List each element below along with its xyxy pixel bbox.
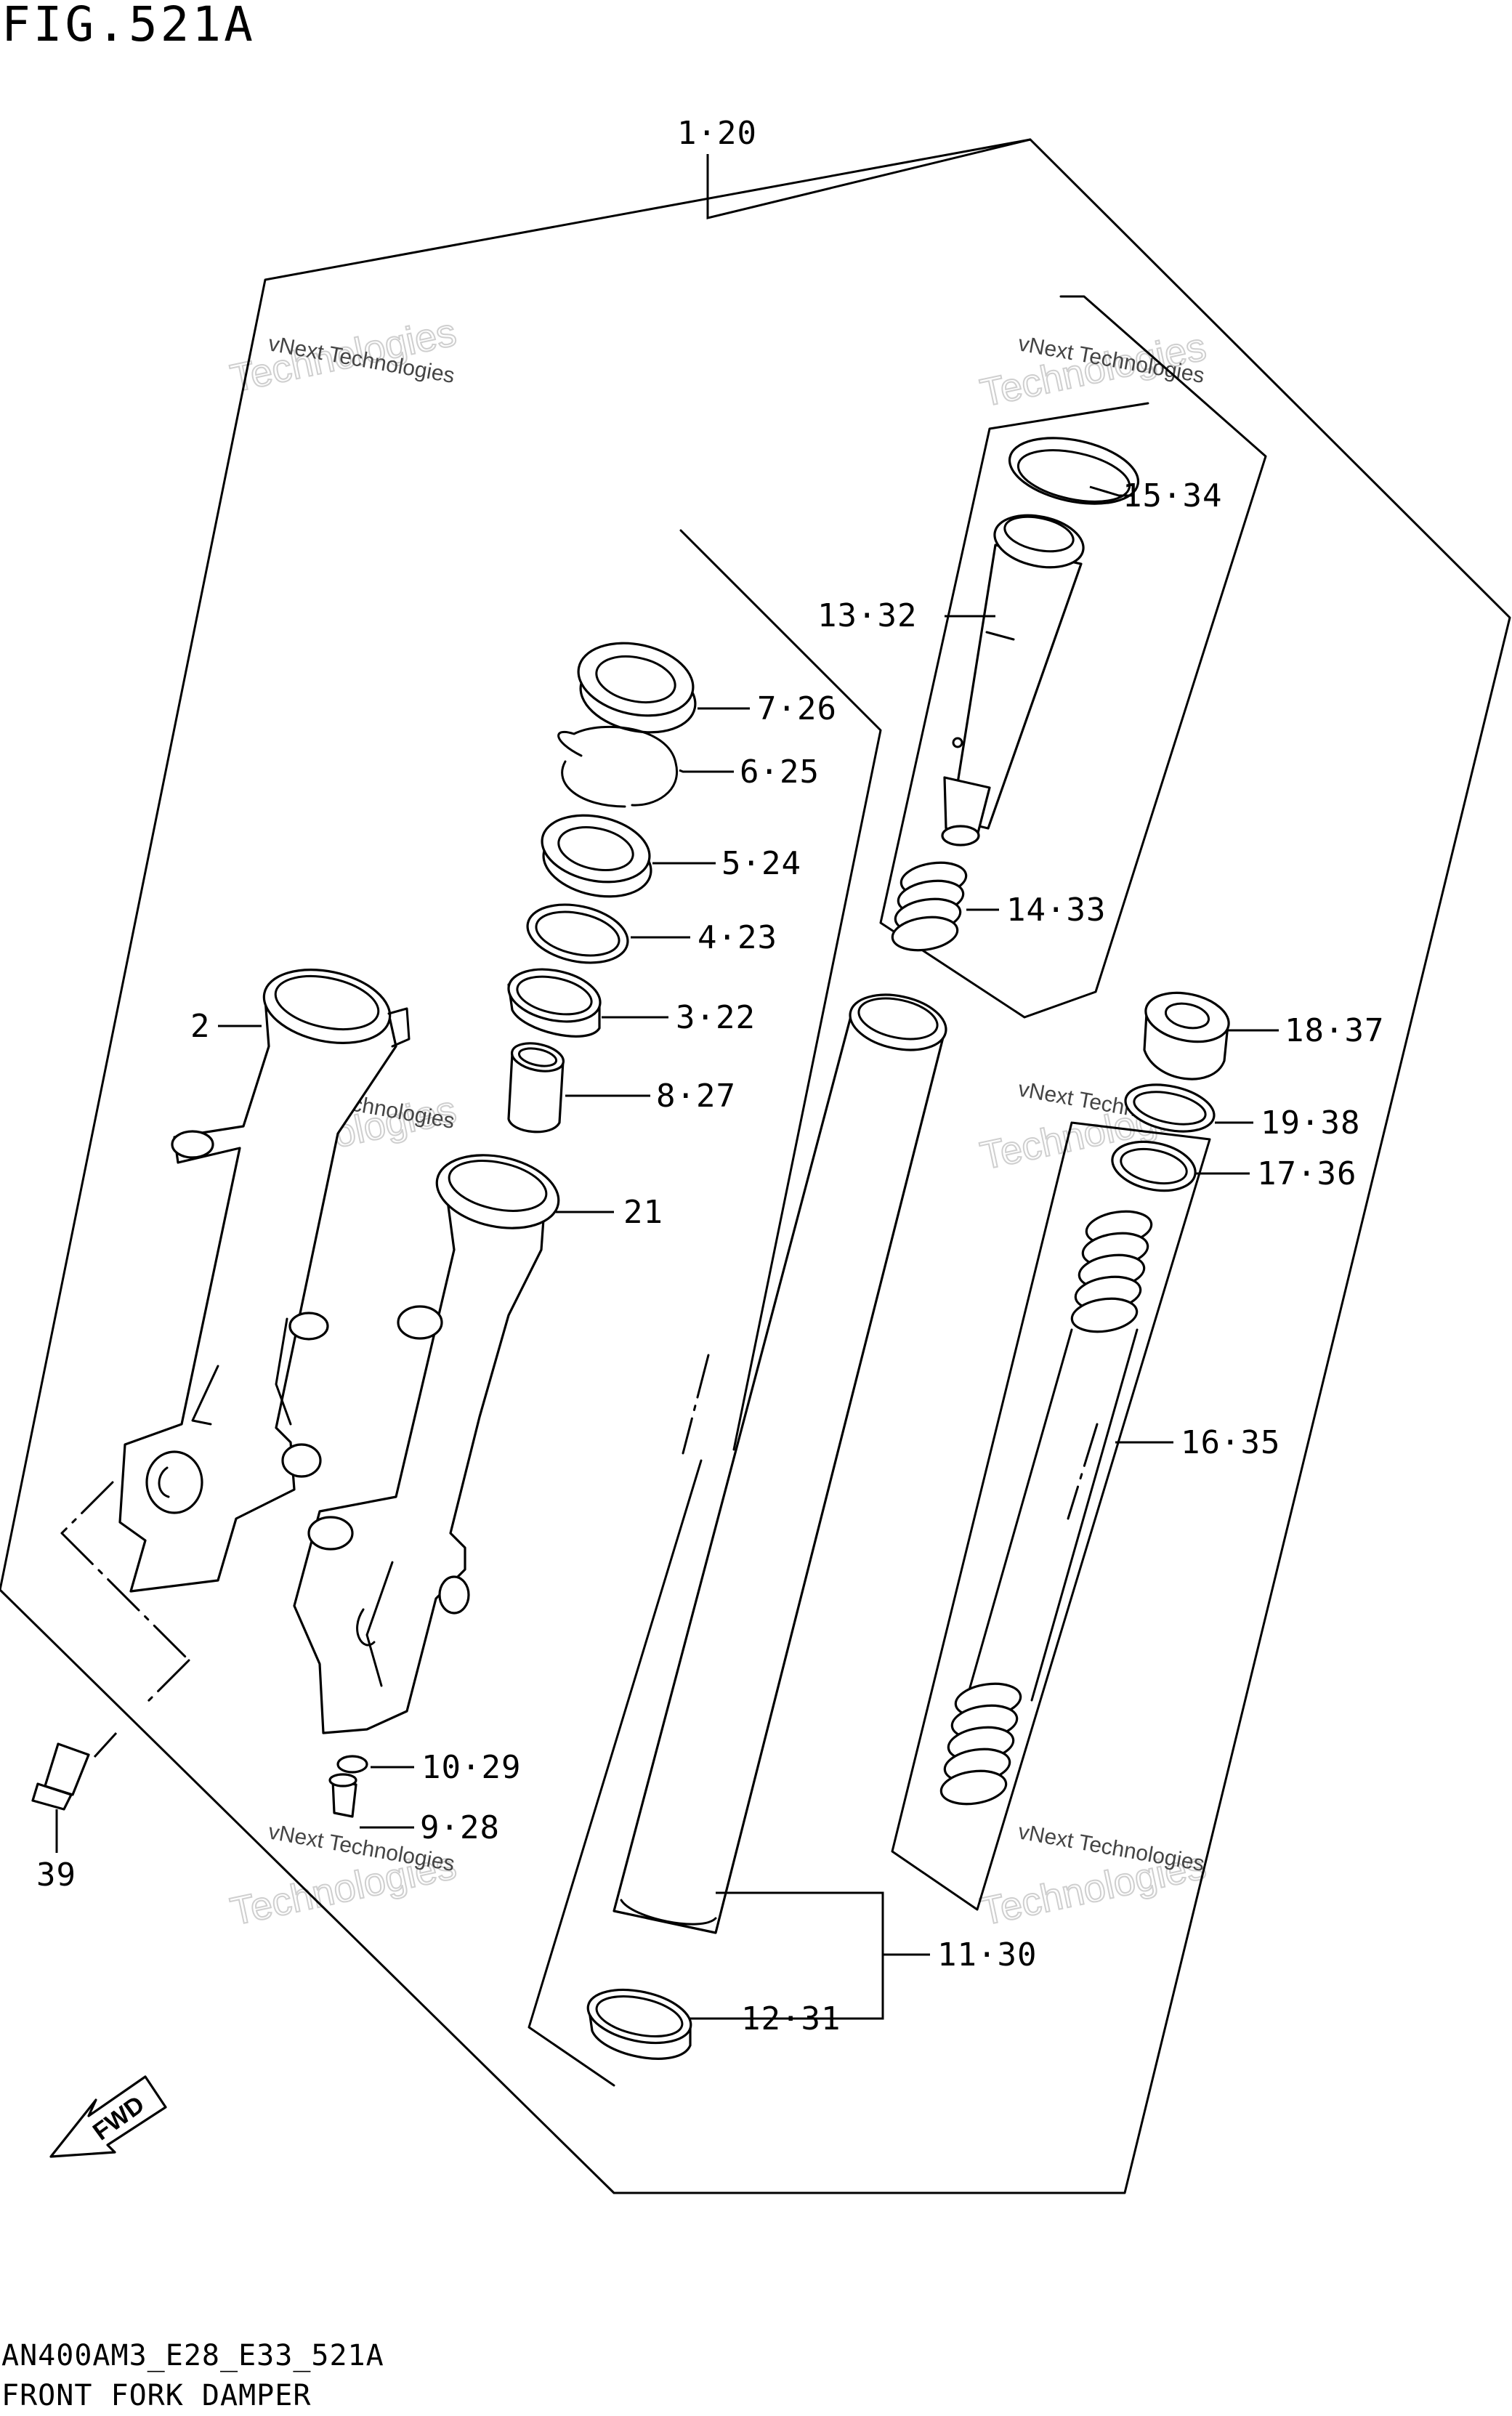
- callout-6-25: 6·25: [740, 754, 820, 791]
- callout-39: 39: [36, 1857, 76, 1894]
- inner-tube-part-11: [613, 993, 947, 1934]
- dust-seal-part-7: [577, 642, 697, 734]
- callout-5-24: 5·24: [721, 845, 801, 882]
- callout-1-20: 1·20: [677, 115, 757, 152]
- oil-seal-part-5: [541, 814, 652, 898]
- fwd-direction-arrow: FWD: [49, 2075, 167, 2158]
- center-lines: [60, 1354, 1099, 1705]
- short-spring-part-14: [891, 861, 968, 952]
- o-ring-part-19: [1124, 1083, 1216, 1133]
- damper-rod-part-13: [941, 514, 1085, 847]
- callout-labels: 1·20 15·34 13·32 7·26 6·25 5·24 4·23 14·…: [36, 115, 1384, 2037]
- callout-15-34: 15·34: [1123, 477, 1222, 514]
- cap-bolt-part-18: [1143, 991, 1230, 1080]
- bolt-part-39: [31, 1732, 118, 1811]
- outer-tube-part-2: [118, 969, 411, 1593]
- washer-part-17: [1111, 1140, 1197, 1192]
- fork-spring-part-16: [939, 1210, 1153, 1806]
- seal-stack-subframe: [679, 529, 882, 1451]
- gasket-part-10: [336, 1755, 368, 1774]
- spring-subframe: [891, 1121, 1211, 1911]
- cartridge-subframe: [879, 295, 1267, 1019]
- callout-18-37: 18·37: [1285, 1012, 1384, 1049]
- callout-3-22: 3·22: [676, 999, 756, 1036]
- callout-19-38: 19·38: [1261, 1104, 1360, 1142]
- callout-17-36: 17·36: [1257, 1155, 1357, 1192]
- leader-line-1-20: [706, 138, 1031, 219]
- callout-13-32: 13·32: [817, 597, 917, 634]
- callout-14-33: 14·33: [1006, 892, 1106, 929]
- slide-bush-part-12: [586, 1988, 692, 2060]
- figure-code: AN400AM3_E28_E33_521A: [1, 2339, 384, 2372]
- bush-part-8: [507, 1042, 565, 1134]
- figure-name: FRONT FORK DAMPER: [1, 2379, 311, 2412]
- callout-7-26: 7·26: [757, 690, 837, 727]
- washer-part-4: [526, 903, 629, 964]
- leader-lines: [55, 485, 1279, 2020]
- callout-16-35: 16·35: [1181, 1424, 1280, 1461]
- outer-tube-part-21: [293, 1154, 560, 1734]
- guide-bush-part-3: [507, 968, 602, 1038]
- figure-title: FIG.521A: [1, 0, 256, 52]
- callout-21: 21: [623, 1194, 663, 1231]
- seal-stack-subframe-lower: [527, 1459, 703, 2087]
- drain-screw-part-9: [328, 1773, 357, 1818]
- assembly-frame: [0, 138, 1511, 2194]
- callout-9-28: 9·28: [420, 1809, 500, 1846]
- callout-12-31: 12·31: [741, 2000, 841, 2037]
- retaining-ring-part-6: [557, 725, 679, 808]
- callout-10-29: 10·29: [421, 1749, 521, 1786]
- callout-2: 2: [190, 1008, 211, 1045]
- circlip-part-15: [1008, 437, 1140, 505]
- callout-8-27: 8·27: [656, 1078, 736, 1115]
- callout-11-30: 11·30: [937, 1936, 1037, 1973]
- callout-4-23: 4·23: [698, 919, 777, 956]
